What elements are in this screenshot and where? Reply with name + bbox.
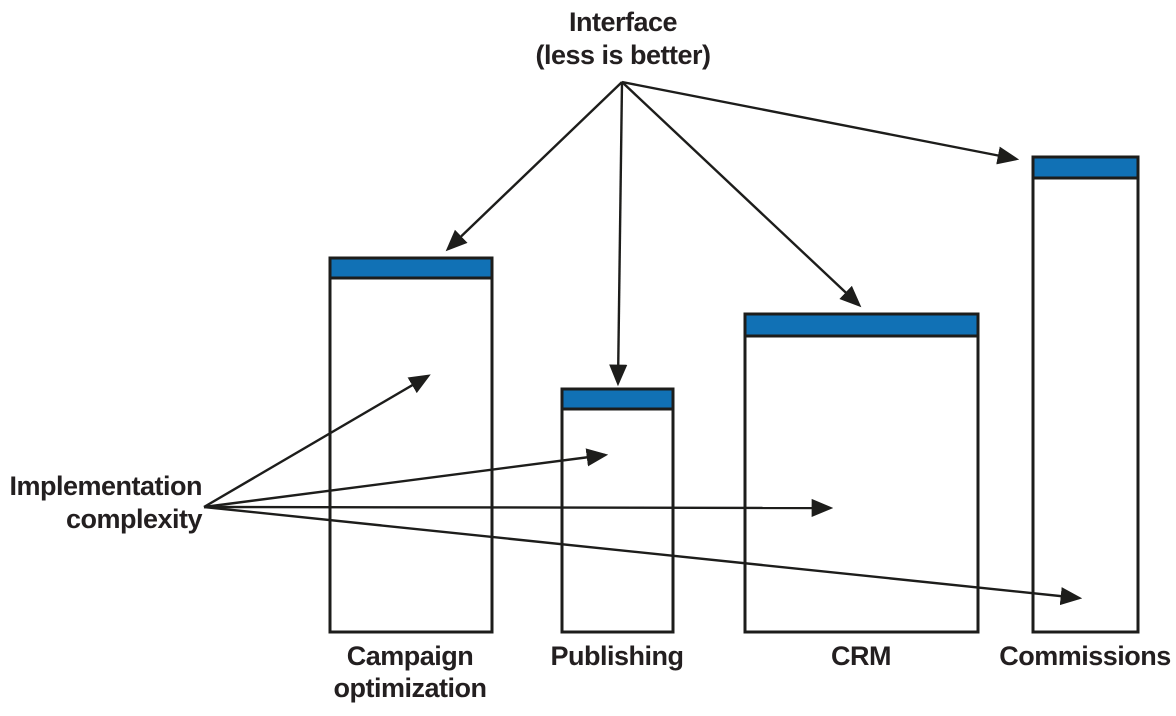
interface-arrows-group [445, 80, 1020, 387]
interface-cap-crm [743, 312, 980, 338]
complexity-arrow-commissions [203, 505, 1083, 606]
bar-body-crm [743, 312, 980, 634]
bar-label-campaign-optimization: Campaign optimization [333, 641, 487, 704]
interface-arrow-publishing [609, 81, 628, 387]
interface-cap-campaign-optimization [328, 256, 494, 280]
bar-label-crm: CRM [831, 641, 892, 671]
interface-title: Interface (less is better) [535, 7, 711, 70]
bar-body-publishing [560, 387, 675, 634]
bar-label-publishing: Publishing [550, 641, 685, 671]
bar-body-campaign-optimization [328, 256, 494, 634]
interface-arrow-crm [621, 81, 862, 308]
complexity-arrows-group [203, 374, 1083, 606]
bar-body-commissions [1031, 155, 1140, 634]
complexity-arrow-campaign-optimization [203, 374, 431, 509]
bars-group [328, 155, 1140, 634]
bar-label-commissions: Commissions [999, 641, 1171, 671]
interface-arrow-campaign-optimization [445, 81, 623, 252]
interface-cap-publishing [560, 387, 675, 411]
complexity-arrow-crm [203, 498, 834, 518]
complexity-arrow-publishing [203, 448, 609, 509]
implementation-complexity-label: Implementation complexity [9, 471, 202, 534]
interface-arrow-commissions [621, 80, 1020, 165]
interface-cap-commissions [1031, 155, 1140, 180]
